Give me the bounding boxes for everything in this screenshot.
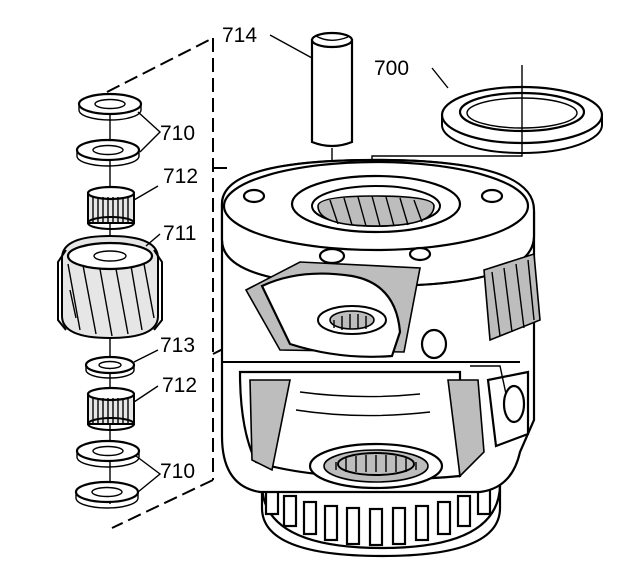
thrust-bearing-race [371,65,604,230]
needle-bearing-upper [86,185,136,230]
thrust-washer-lower-2 [74,480,140,509]
thrust-washer-lower-1 [75,439,141,468]
callout-pinion-gear: 711 [163,222,196,245]
callout-washer-lower: 710 [160,460,195,483]
callout-bearing: 700 [374,57,409,80]
leader-lines [133,34,449,493]
thrust-washer-upper-2 [75,138,141,167]
callout-needle-lower: 712 [162,374,197,397]
ring-gear-teeth [264,486,492,547]
thrust-washer-upper-1 [77,92,143,121]
needle-bearing-lower [86,386,136,431]
pinion-gear [57,234,163,340]
callout-washer-upper: 710 [160,122,195,145]
callout-spacer: 713 [160,334,195,357]
spacer-washer [84,355,136,379]
callout-shaft: 714 [222,24,257,47]
differential-carrier [220,158,541,558]
callout-needle-upper: 712 [163,165,198,188]
